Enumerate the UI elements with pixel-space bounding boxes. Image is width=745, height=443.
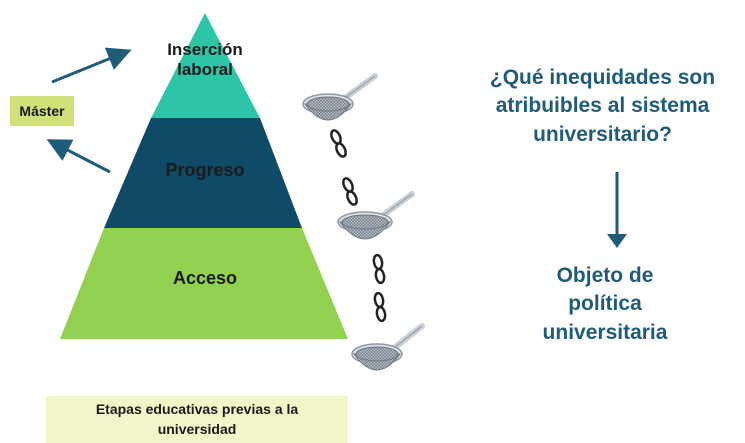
pyramid-top-label-line2: laboral xyxy=(177,60,233,80)
policy-line2: política xyxy=(568,292,642,316)
sieve-icon xyxy=(302,73,378,121)
chain-link-icon xyxy=(342,177,358,206)
chain-link-icon xyxy=(373,291,387,323)
pyramid-top-label-line1: Inserción xyxy=(167,40,243,59)
question-text: ¿Qué inequidades son atribuibles al sist… xyxy=(470,64,735,149)
question-line2: atribuibles al sistema xyxy=(495,94,710,118)
arrow-to-master-lower xyxy=(46,139,111,174)
pyramid-middle-layer xyxy=(104,118,302,228)
prior-stages-line2: universidad xyxy=(157,420,237,437)
pyramid-bottom-layer xyxy=(60,228,348,339)
pyramid-bottom-label: Acceso xyxy=(172,268,238,288)
master-box: Máster xyxy=(10,96,74,126)
policy-line3: universitaria xyxy=(542,320,668,344)
sieve-icon xyxy=(337,191,415,240)
question-line1: ¿Qué inequidades son xyxy=(489,66,716,89)
chain-link-icon xyxy=(330,129,347,158)
pyramid-top-layer xyxy=(151,13,260,118)
question-line3: universitario? xyxy=(533,122,672,146)
sieve-icon xyxy=(351,323,425,371)
policy-text: Objeto de política universitaria xyxy=(500,262,710,347)
chain-link-icon xyxy=(372,253,386,285)
prior-stages-box: Etapas educativas previas a la universid… xyxy=(46,396,348,443)
arrow-to-master-upper xyxy=(51,47,132,84)
policy-line1: Objeto de xyxy=(556,264,654,287)
arrow-head-down xyxy=(607,234,627,248)
master-label: Máster xyxy=(19,103,65,119)
pyramid-middle-label: Progreso xyxy=(165,160,245,180)
pyramid-top-label: Inserción laboral xyxy=(135,40,275,81)
prior-stages-line1: Etapas educativas previas a la xyxy=(95,400,299,417)
